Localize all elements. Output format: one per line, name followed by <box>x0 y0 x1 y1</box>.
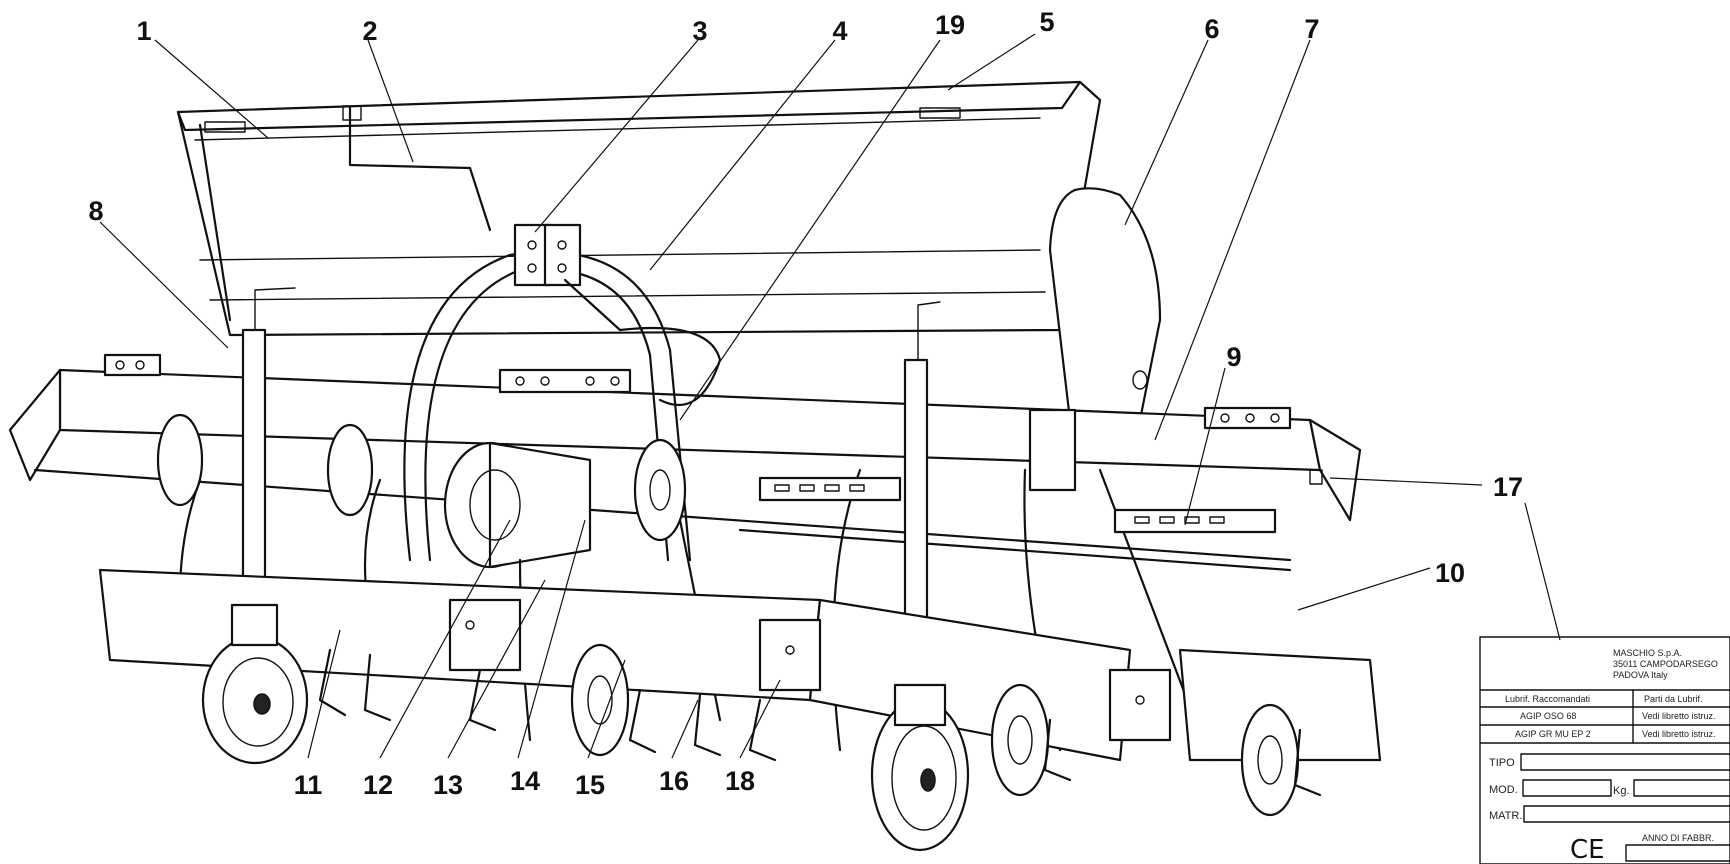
plate-row2-left: AGIP GR MU EP 2 <box>1515 729 1591 739</box>
depth-wheel-left <box>201 603 309 765</box>
ce-mark: CE <box>1570 835 1605 864</box>
metering-bar <box>758 476 1277 534</box>
plate-maker-line2: 35011 CAMPODARSEGO <box>1613 659 1718 669</box>
plate-col-right-header: Parti da Lubrif. <box>1644 694 1703 704</box>
plate-row1-right: Vedi libretto istruz. <box>1642 711 1716 721</box>
callout-7: 7 <box>1304 14 1319 44</box>
identification-plate: MASCHIO S.p.A. 35011 CAMPODARSEGO PADOVA… <box>1479 636 1730 864</box>
callout-10: 10 <box>1435 558 1465 588</box>
plate-maker-line3: PADOVA Italy <box>1613 670 1668 680</box>
seed-hopper <box>176 80 1102 337</box>
callout-3: 3 <box>692 16 707 46</box>
plate-maker-line1: MASCHIO S.p.A. <box>1613 648 1682 658</box>
depth-wheel-center <box>870 683 970 852</box>
callout-19: 19 <box>935 10 965 40</box>
plate-mod-label: MOD. <box>1489 784 1518 796</box>
callout-17: 17 <box>1493 472 1523 502</box>
callout-11: 11 <box>294 770 323 800</box>
plate-col-left-header: Lubrif. Raccomandati <box>1505 694 1590 704</box>
callout-4: 4 <box>832 16 847 46</box>
main-frame <box>8 353 1362 572</box>
callout-14: 14 <box>510 766 540 796</box>
plate-anno-label: ANNO DI FABBR. <box>1642 833 1714 843</box>
seed-tube-funnel <box>443 441 592 569</box>
leader-lines <box>99 33 1561 759</box>
callout-1: 1 <box>136 16 151 46</box>
callout-8: 8 <box>88 196 103 226</box>
plate-matr-label: MATR. <box>1489 810 1522 822</box>
callout-12: 12 <box>363 770 393 800</box>
callout-2: 2 <box>362 16 377 46</box>
callout-5: 5 <box>1039 7 1054 37</box>
callout-numbers: 1 2 3 4 19 5 6 7 8 9 17 10 11 12 13 14 1… <box>88 7 1523 800</box>
callout-13: 13 <box>433 770 463 800</box>
plate-row1-left: AGIP OSO 68 <box>1520 711 1576 721</box>
three-point-hitch <box>403 223 722 562</box>
callout-9: 9 <box>1226 342 1241 372</box>
side-shield <box>1048 187 1162 422</box>
plate-kg-label: Kg. <box>1613 785 1630 797</box>
callout-15: 15 <box>575 770 605 800</box>
tiller-tines <box>318 648 1322 797</box>
callout-18: 18 <box>725 766 755 796</box>
callout-6: 6 <box>1204 14 1219 44</box>
seed-drill-illustration <box>8 80 1382 852</box>
coulter-discs <box>156 413 1300 817</box>
plate-tipo-label: TIPO <box>1489 757 1515 769</box>
callout-16: 16 <box>659 766 689 796</box>
plate-row2-right: Vedi libretto istruz. <box>1642 729 1716 739</box>
